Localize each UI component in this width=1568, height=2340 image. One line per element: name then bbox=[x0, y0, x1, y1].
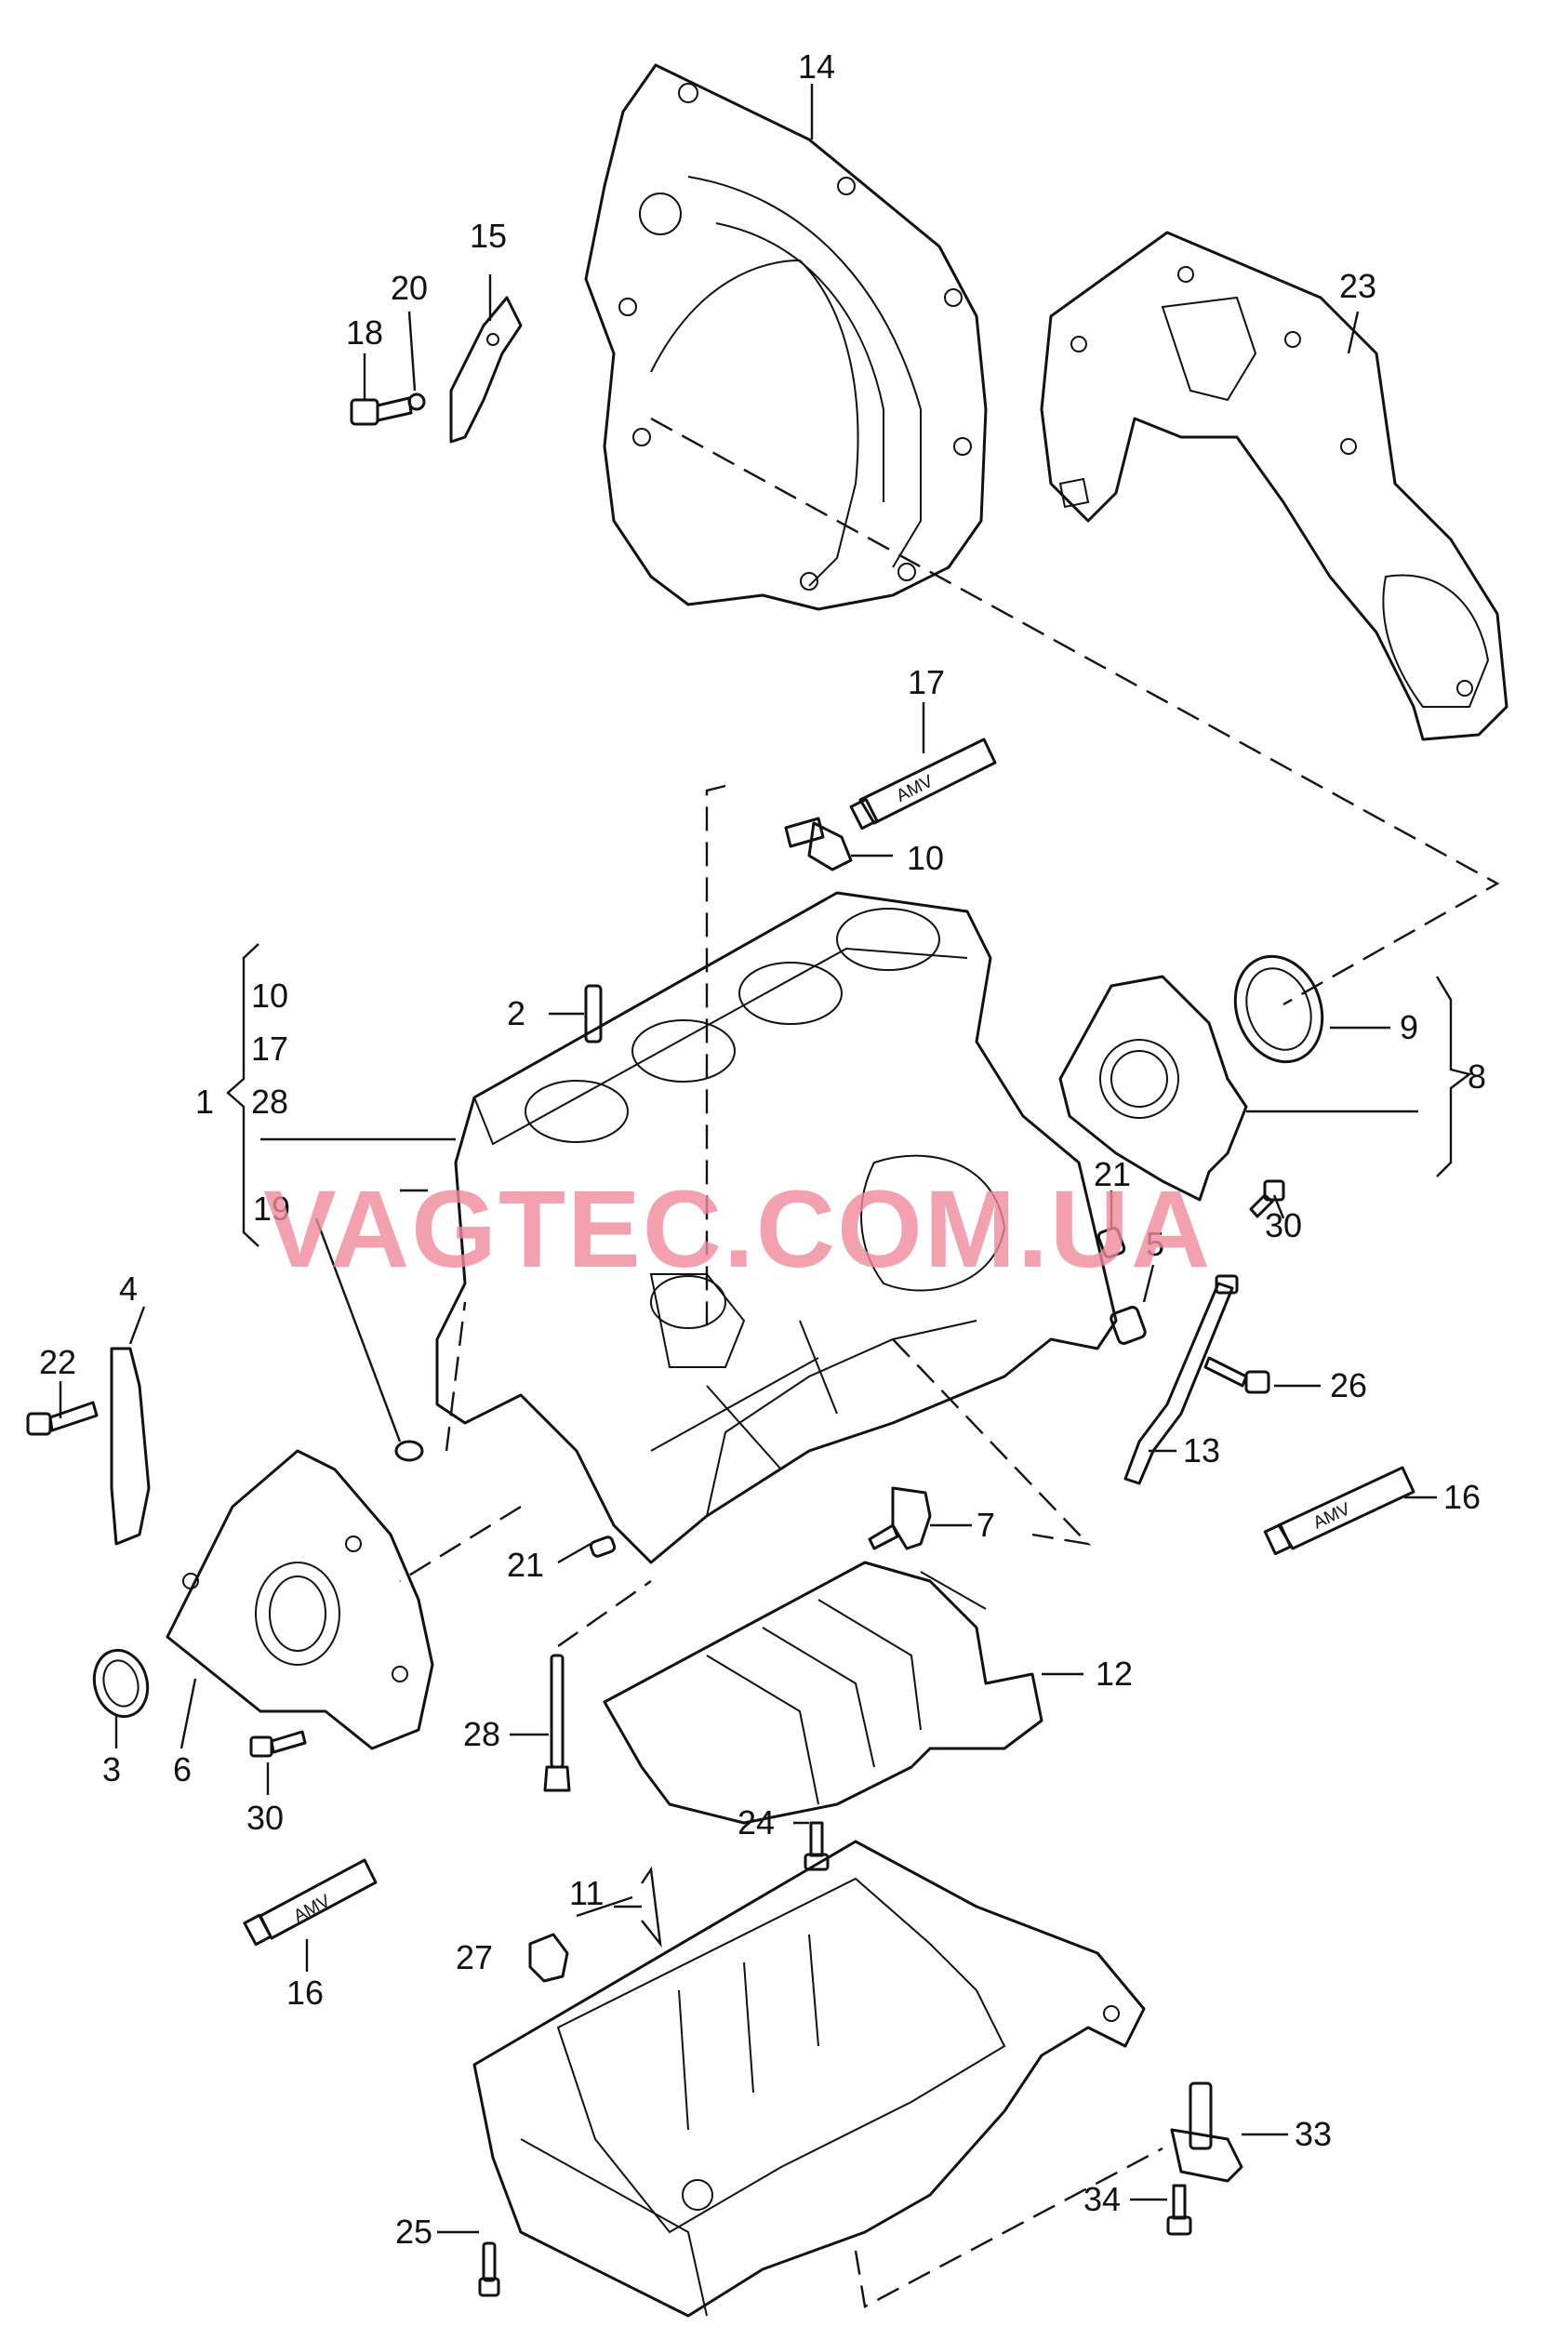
label-21-right: 21 bbox=[1094, 1155, 1131, 1193]
label-3: 3 bbox=[102, 1750, 121, 1788]
label-28-group: 28 bbox=[251, 1083, 288, 1121]
bolt-28 bbox=[543, 1654, 571, 1792]
watermark-text: VAGTEC.COM.UA bbox=[263, 1168, 1212, 1291]
label-24: 24 bbox=[737, 1803, 775, 1841]
dowel-21-right bbox=[1096, 1226, 1126, 1259]
label-17-group: 17 bbox=[251, 1030, 288, 1068]
bolt-25 bbox=[478, 2241, 500, 2297]
label-16-right: 16 bbox=[1443, 1478, 1481, 1516]
gasket-23 bbox=[1040, 231, 1508, 741]
bracket-15 bbox=[449, 296, 523, 444]
label-18: 18 bbox=[346, 313, 383, 352]
sealant-tube-16-right: AMV bbox=[1263, 1466, 1415, 1556]
oil-level-sender-33 bbox=[1170, 2081, 1243, 2183]
tube-marking-text: AMV bbox=[894, 771, 937, 806]
label-30-left: 30 bbox=[246, 1799, 284, 1837]
label-8: 8 bbox=[1468, 1057, 1486, 1096]
seal-9 bbox=[1233, 954, 1324, 1064]
label-9: 9 bbox=[1400, 1008, 1418, 1046]
label-17-top: 17 bbox=[908, 663, 945, 701]
seal-flange-8 bbox=[1058, 975, 1248, 1202]
bolt-18 bbox=[350, 396, 413, 426]
seal-3 bbox=[92, 1648, 150, 1719]
label-1: 1 bbox=[195, 1083, 214, 1121]
bolt-24 bbox=[804, 1821, 830, 1871]
label-16-left: 16 bbox=[286, 1974, 324, 2012]
label-14: 14 bbox=[798, 47, 835, 86]
bolt-30-left bbox=[249, 1730, 307, 1758]
rear-sealing-plate-14 bbox=[584, 63, 988, 611]
label-2: 2 bbox=[507, 994, 525, 1032]
baffle-plate-12 bbox=[603, 1561, 1043, 1825]
label-13: 13 bbox=[1183, 1431, 1220, 1469]
label-30-right: 30 bbox=[1265, 1206, 1302, 1244]
bolt-30-right bbox=[1249, 1179, 1285, 1218]
assembly-lines bbox=[399, 417, 1500, 2308]
leader-lines bbox=[59, 84, 1472, 2234]
label-22: 22 bbox=[39, 1343, 76, 1381]
label-34: 34 bbox=[1083, 2180, 1121, 2218]
label-7: 7 bbox=[977, 1506, 995, 1544]
label-25: 25 bbox=[395, 2213, 432, 2251]
callout-labels: 14 15 20 18 23 17 10 10 17 28 1 2 9 8 30… bbox=[39, 47, 1486, 2251]
label-23: 23 bbox=[1339, 267, 1376, 305]
sensor-7 bbox=[868, 1486, 932, 1550]
label-20: 20 bbox=[391, 269, 428, 307]
bracket-4 bbox=[110, 1347, 151, 1546]
drain-plug-27 bbox=[528, 1933, 569, 1983]
washer-20 bbox=[407, 392, 426, 411]
label-27: 27 bbox=[456, 1938, 493, 1976]
bolt-22 bbox=[26, 1401, 99, 1436]
label-33: 33 bbox=[1295, 2115, 1332, 2153]
cylinder-block-1 bbox=[435, 891, 1118, 1564]
tube-marking-text: AMV bbox=[1310, 1499, 1353, 1534]
label-10-group: 10 bbox=[251, 977, 288, 1015]
oil-pan-11 bbox=[472, 1840, 1146, 2318]
label-11: 11 bbox=[569, 1874, 604, 1912]
label-4: 4 bbox=[119, 1270, 138, 1308]
dipstick-tube-13 bbox=[1123, 1274, 1239, 1485]
label-21-left: 21 bbox=[507, 1546, 544, 1584]
label-15: 15 bbox=[470, 217, 507, 255]
label-6: 6 bbox=[173, 1750, 192, 1788]
dowel-2 bbox=[584, 984, 603, 1044]
label-5: 5 bbox=[1146, 1225, 1164, 1263]
label-26: 26 bbox=[1330, 1366, 1367, 1404]
label-19: 19 bbox=[253, 1190, 290, 1228]
front-cover-6 bbox=[166, 1449, 434, 1750]
dowel-21-left bbox=[589, 1536, 617, 1558]
bolt-34 bbox=[1166, 2184, 1192, 2236]
plug-10 bbox=[784, 817, 853, 871]
label-28-bolt: 28 bbox=[463, 1715, 500, 1753]
sealant-tube-16-left: AMV bbox=[243, 1858, 378, 1947]
bushing-5 bbox=[1110, 1306, 1147, 1345]
label-10-top: 10 bbox=[907, 839, 944, 877]
bolt-26 bbox=[1203, 1356, 1270, 1394]
label-12: 12 bbox=[1096, 1655, 1133, 1693]
plug-19 bbox=[394, 1440, 424, 1462]
